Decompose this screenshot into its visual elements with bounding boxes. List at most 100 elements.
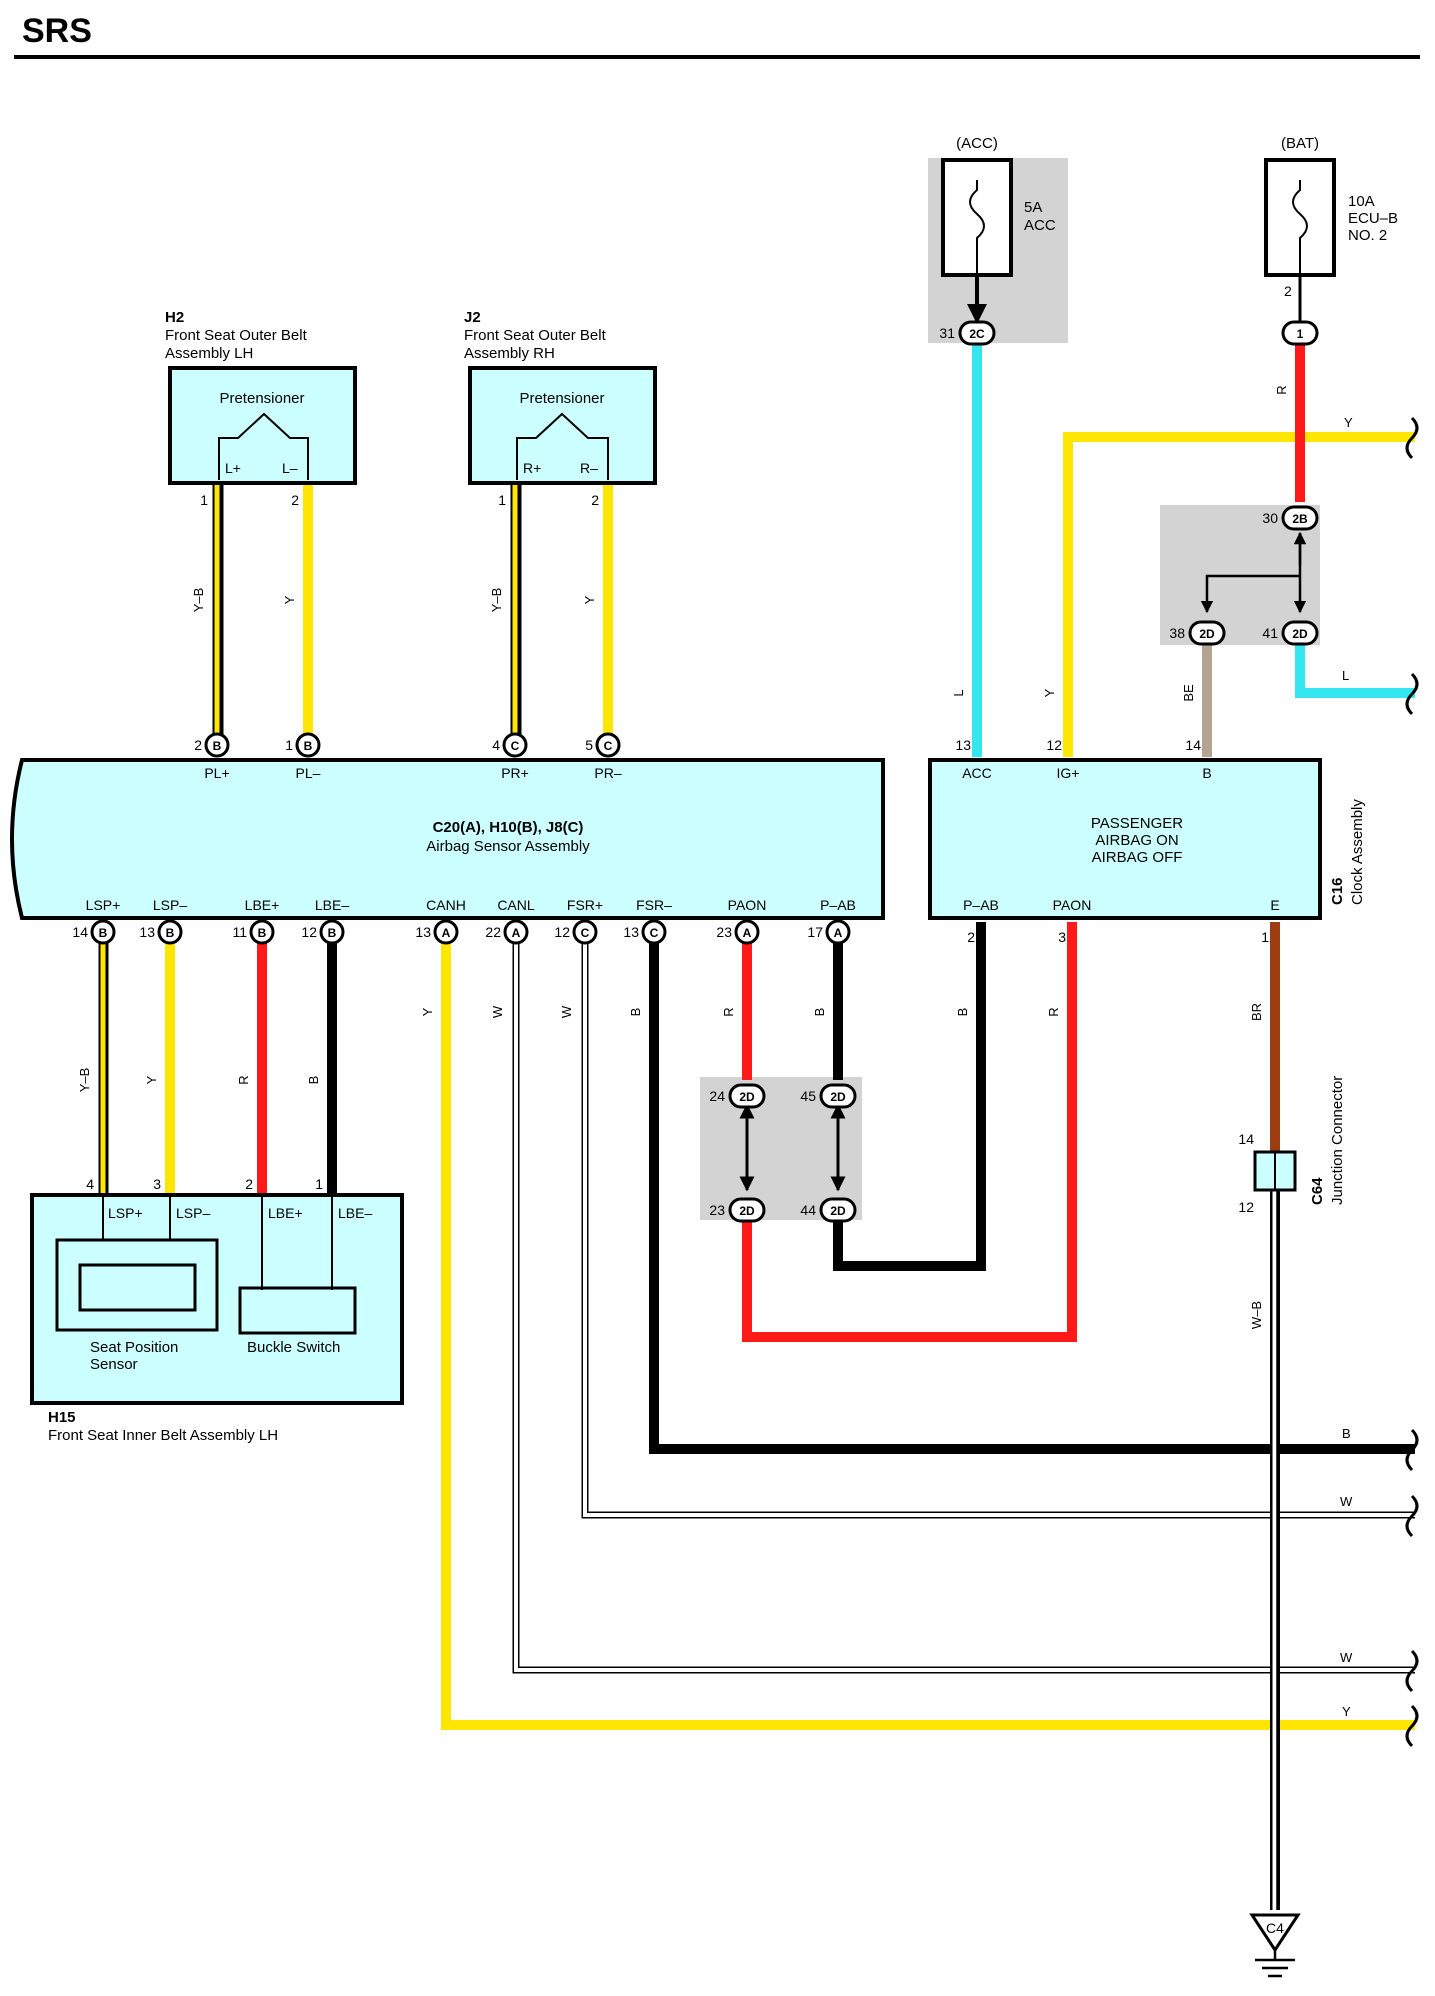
fuse-acc-element	[969, 180, 985, 275]
airbag-bottom-connector-7: C13	[623, 919, 667, 945]
airbag-bottom-wire-label-5: W	[490, 1005, 505, 1018]
pretensioner-wire-label-0: Y–B	[191, 588, 206, 613]
airbag-bottom-label-3: LBE–	[315, 897, 349, 913]
clock-top-wire-label-2: BE	[1181, 684, 1196, 702]
2d-junction-connector-2-code: 2D	[739, 1204, 755, 1218]
clock-bottom-wire-label-1: R	[1046, 1007, 1061, 1016]
airbag-bottom-connector-5-code: A	[512, 926, 521, 940]
fuse-bat-pin: 2	[1284, 283, 1292, 299]
h15-buckle-label: Buckle Switch	[247, 1339, 340, 1356]
airbag-bottom-wire-label-4: Y	[420, 1007, 435, 1016]
wire-pab-lower	[833, 922, 986, 1271]
wire-paon-lower	[742, 922, 1077, 1342]
wire-fsr-plus	[583, 932, 1415, 1517]
fuse-bat-supply: (BAT)	[1281, 135, 1319, 152]
airbag-bottom-label-8: PAON	[728, 897, 767, 913]
j2-name-2: Assembly RH	[464, 345, 555, 362]
wire-label-c64-wb: W–B	[1249, 1301, 1264, 1329]
airbag-top-connector-3-code: C	[604, 739, 613, 753]
airbag-name: Airbag Sensor Assembly	[426, 838, 590, 855]
ground-code: C4	[1266, 1920, 1284, 1936]
clock-line-1: PASSENGER	[1091, 815, 1183, 832]
wire-h2-plus	[212, 480, 224, 745]
airbag-top-connector-1: B1	[285, 732, 321, 758]
wire-label-l-out: L	[1342, 668, 1349, 683]
airbag-bottom-wire-label-8: R	[721, 1007, 736, 1016]
clock-top-wire-label-1: Y	[1042, 688, 1057, 697]
j2-term-plus: R+	[523, 460, 541, 476]
j2-squib	[516, 412, 609, 480]
fuse-acc-name: ACC	[1024, 217, 1056, 234]
airbag-bottom-label-0: LSP+	[86, 897, 121, 913]
airbag-bottom-wire-label-9: B	[812, 1008, 827, 1017]
airbag-bottom-connector-4: A13	[415, 919, 459, 945]
j2-term-minus: R–	[580, 460, 598, 476]
wire-fsr-plus-outline	[581, 932, 1415, 1519]
airbag-bottom-connector-7-pin: 13	[623, 924, 639, 940]
c64-code: C64	[1309, 1177, 1326, 1205]
h15-internals	[55, 1195, 357, 1335]
bat-junction-connector-0-pin: 30	[1262, 510, 1278, 526]
j2-pretensioner-label: Pretensioner	[519, 390, 604, 407]
wire-label-right-w2: W	[1340, 1650, 1353, 1665]
clock-top-pin-0: 13	[955, 737, 971, 753]
airbag-bottom-connectors: LSP+B14LSP–B13LBE+B11LBE–B12CANHA13CANLA…	[72, 897, 856, 945]
wire-l-out	[1295, 645, 1415, 698]
airbag-top-connector-2-code: C	[511, 739, 520, 753]
h15-term-lsp-plus: LSP+	[108, 1205, 143, 1221]
bat-junction-connector-1-code: 2D	[1199, 627, 1215, 641]
airbag-bottom-connector-0-code: B	[99, 926, 108, 940]
bat-junction-connector-1-pin: 38	[1169, 625, 1185, 641]
airbag-bottom-label-4: CANH	[426, 897, 466, 913]
airbag-bottom-label-1: LSP–	[153, 897, 187, 913]
bat-junction-connector-2-pin: 41	[1262, 625, 1278, 641]
j2-code: J2	[464, 309, 481, 326]
h15-code: H15	[48, 1409, 76, 1426]
airbag-bottom-connector-1-pin: 13	[139, 924, 155, 940]
h15-term-lbe-plus: LBE+	[268, 1205, 303, 1221]
airbag-bottom-connector-4-code: A	[442, 926, 451, 940]
fuse-bat-element	[1292, 180, 1308, 275]
clock-bottom-label-2: E	[1270, 897, 1279, 913]
airbag-bottom-label-5: CANL	[497, 897, 535, 913]
airbag-bottom-connector-5-pin: 22	[485, 924, 501, 940]
clock-top-label-1: IG+	[1057, 765, 1080, 781]
c64-name: Junction Connector	[1329, 1076, 1346, 1205]
ground-triangle	[1249, 1913, 1301, 1953]
bat-junction-lines	[1200, 531, 1307, 614]
bat-junction-connector-2-code: 2D	[1292, 627, 1308, 641]
pretensioner-pin-3: 2	[591, 492, 599, 508]
airbag-bottom-wire-label-3: B	[306, 1076, 321, 1085]
connector-bat-fuse-code: 1	[1297, 327, 1304, 341]
airbag-bottom-connector-3: B12	[301, 919, 345, 945]
wire-canl	[514, 932, 1415, 1672]
wire-label-bat-r: R	[1274, 385, 1289, 394]
airbag-bottom-connector-6: C12	[554, 919, 598, 945]
airbag-bottom-connector-8-code: A	[743, 926, 752, 940]
airbag-top-label-1: PL–	[296, 765, 321, 781]
airbag-sensor-box	[10, 758, 885, 920]
clock-bottom-wire-label-2: BR	[1249, 1003, 1264, 1021]
h15-pin-1: 3	[153, 1176, 161, 1192]
h15-seat-sensor-2: Sensor	[90, 1356, 138, 1373]
clock-code: C16	[1329, 877, 1346, 905]
connector-acc: 2C 31	[939, 320, 996, 346]
bat-junction-connector-2: 2D 41	[1262, 620, 1319, 646]
c64-pin-top: 14	[1238, 1131, 1254, 1147]
airbag-bottom-label-9: P–AB	[820, 897, 856, 913]
h2-squib	[218, 412, 309, 480]
airbag-top-label-0: PL+	[204, 765, 229, 781]
airbag-bottom-connector-2-pin: 11	[232, 924, 247, 940]
page-title: SRS	[22, 12, 92, 50]
clock-bottom-label-0: P–AB	[963, 897, 999, 913]
h2-box	[168, 366, 357, 485]
wire-lsp-plus	[98, 932, 109, 1195]
airbag-top-label-3: PR–	[594, 765, 621, 781]
